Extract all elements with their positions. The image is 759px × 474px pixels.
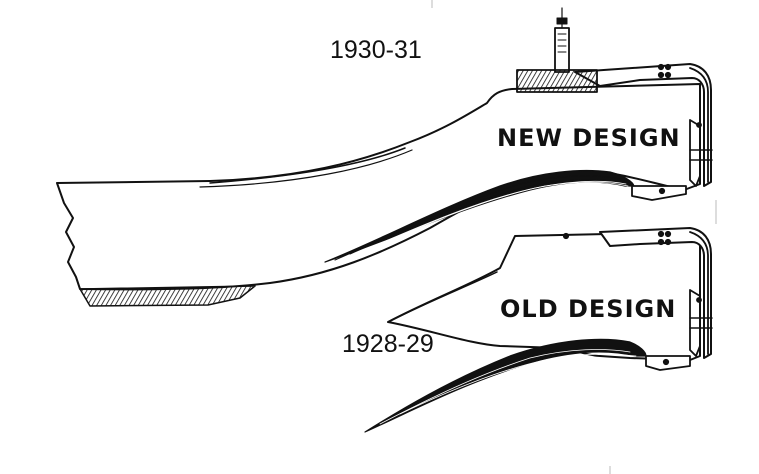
design-label-new: NEW DESIGN	[497, 124, 681, 152]
spring-eye-new	[631, 185, 687, 201]
leaf-spring-old	[364, 338, 647, 433]
mounting-stud-icon	[516, 7, 598, 93]
frame-rail-flange	[79, 285, 256, 307]
year-label-old: 1928-29	[342, 330, 434, 358]
shackle-bracket-old	[599, 227, 712, 359]
year-label-new: 1930-31	[330, 36, 422, 64]
old-design-spring-assembly	[364, 227, 713, 433]
new-design-spring-assembly	[56, 7, 713, 307]
design-label-old: OLD DESIGN	[500, 295, 677, 323]
scan-marks	[431, 0, 717, 474]
